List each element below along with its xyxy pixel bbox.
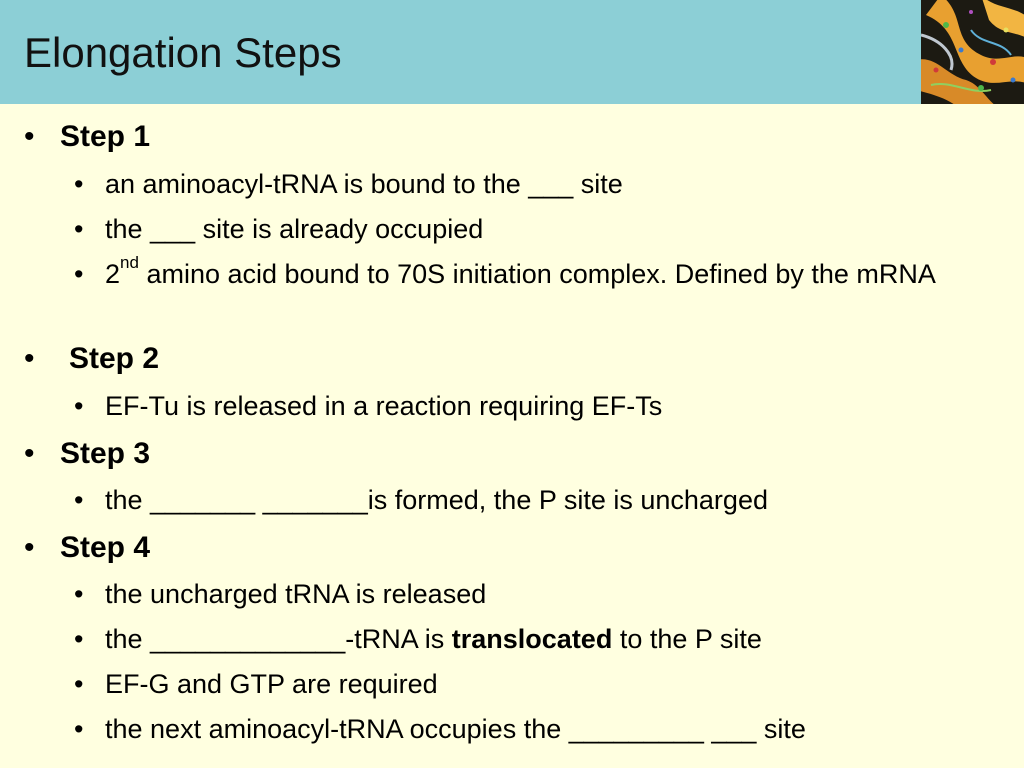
step-1-item-2-text: the ___ site is already occupied [105,214,484,244]
bullet: • [24,120,35,153]
step-4-label: Step 4 [60,531,151,564]
bullet: • [74,714,84,744]
step-2-label: Step 2 [69,342,160,375]
bullet: • [74,485,84,515]
step-4-item-2-text: the _____________-tRNA is [105,624,452,654]
bullet: • [24,342,35,375]
step-4-item-4: • the next aminoacyl-tRNA occupies the _… [74,710,985,748]
step-4-heading: • Step 4 [24,531,151,565]
step-4-item-2: • the _____________-tRNA is translocated… [74,620,985,658]
protein-ribbon-graphic [921,0,1024,104]
step-1-label: Step 1 [60,120,151,153]
step-4-item-1: • the uncharged tRNA is released [74,575,985,613]
step-3-item-1: • the _______ _______is formed, the P si… [74,481,985,519]
step-1-item-2: • the ___ site is already occupied [74,210,985,248]
step-1-item-3-number: 2 [105,259,121,289]
bullet: • [74,169,84,199]
title-bar: Elongation Steps [0,0,1024,104]
step-3-item-1-text: the _______ _______is formed, the P site… [105,485,768,515]
step-4-item-2-emphasis: translocated [451,624,613,654]
protein-ribbon-image [921,0,1024,104]
bullet: • [24,437,35,470]
step-1-item-3-text: amino acid bound to 70S initiation compl… [138,259,936,289]
step-1-heading: • Step 1 [24,120,151,154]
step-1-item-3: • 2nd amino acid bound to 70S initiation… [74,253,985,293]
step-3-label: Step 3 [60,437,151,470]
bullet: • [74,259,84,289]
step-2-item-1: • EF-Tu is released in a reaction requir… [74,387,985,425]
bullet: • [74,391,84,421]
bullet: • [74,214,84,244]
step-3-heading: • Step 3 [24,437,151,471]
step-4-item-3: • EF-G and GTP are required [74,665,985,703]
bullet: • [24,531,35,564]
step-2-heading: • Step 2 [24,342,160,376]
bullet: • [74,579,84,609]
bullet: • [74,669,84,699]
step-1-item-3-ordinal: nd [120,253,139,272]
step-4-item-1-text: the uncharged tRNA is released [105,579,487,609]
step-1-item-1-text: an aminoacyl-tRNA is bound to the ___ si… [105,169,623,199]
slide-title: Elongation Steps [24,29,342,76]
bullet: • [74,624,84,654]
step-1-item-1: • an aminoacyl-tRNA is bound to the ___ … [74,165,985,203]
step-4-item-3-text: EF-G and GTP are required [105,669,438,699]
step-2-item-1-text: EF-Tu is released in a reaction requirin… [105,391,663,421]
step-4-item-4-text: the next aminoacyl-tRNA occupies the ___… [105,714,806,744]
step-4-item-2-suffix: to the P site [612,624,762,654]
